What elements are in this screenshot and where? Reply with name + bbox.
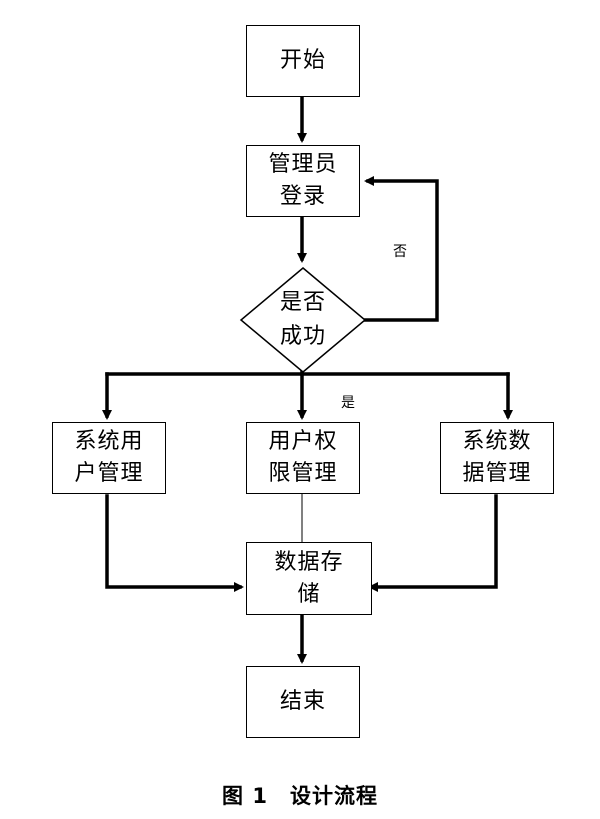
arrow-sys-data-to-storage	[368, 494, 498, 592]
user-permission-label-line2: 限管理	[268, 461, 338, 486]
decision-node-label: 是否 成功	[241, 268, 365, 372]
decision-label-line2: 成功	[279, 324, 326, 349]
decision-label-line1: 是否	[279, 290, 326, 315]
system-data-label-line2: 据管理	[462, 461, 532, 486]
data-storage-label-line1: 数据存	[274, 549, 344, 575]
admin-login-label-line1: 管理员	[268, 152, 338, 177]
data-storage-node: 数据存 储	[246, 542, 372, 615]
admin-login-node: 管理员 登录	[246, 145, 360, 217]
arrow-decision-no-loop	[363, 176, 439, 322]
user-permission-label-line1: 用户权	[268, 429, 338, 454]
end-node-label: 结束	[279, 689, 326, 714]
system-user-label-line2: 户管理	[74, 461, 144, 486]
no-edge-label: 否	[393, 244, 407, 260]
figure-caption: 图 1 设计流程	[0, 780, 600, 810]
admin-login-label-line2: 登录	[279, 184, 326, 209]
arrow-sys-user-to-storage	[105, 494, 244, 592]
figure-number: 图 1	[222, 784, 268, 808]
system-user-management-node: 系统用 户管理	[52, 422, 166, 494]
system-data-management-node: 系统数 据管理	[440, 422, 554, 494]
start-node-label: 开始	[279, 48, 326, 73]
system-user-label-line1: 系统用	[74, 429, 144, 454]
figure-title: 设计流程	[289, 784, 378, 808]
system-data-label-line1: 系统数	[462, 429, 532, 454]
data-storage-label-line2: 储	[297, 581, 321, 607]
user-permission-management-node: 用户权 限管理	[246, 422, 360, 494]
start-node: 开始	[246, 25, 360, 97]
end-node: 结束	[246, 666, 360, 738]
yes-edge-label: 是	[341, 395, 355, 411]
decision-diamond	[239, 267, 367, 373]
